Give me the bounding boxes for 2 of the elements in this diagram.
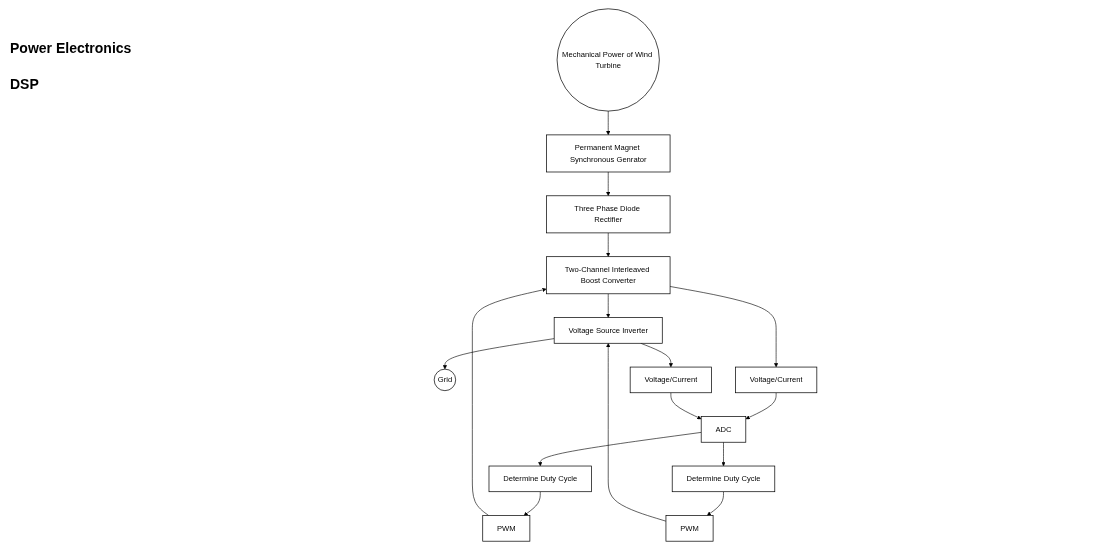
section-label: DSP <box>10 76 40 92</box>
section-label: Power Electronics <box>10 40 133 56</box>
